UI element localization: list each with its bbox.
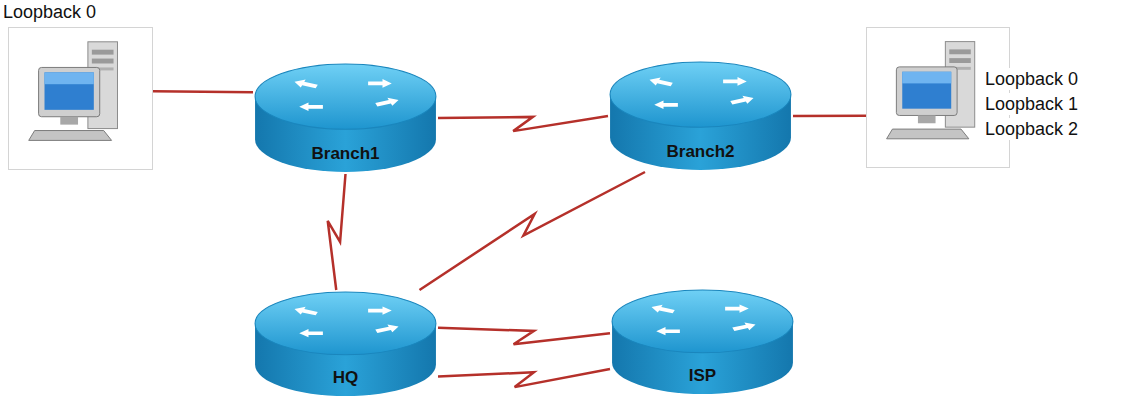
ethernet-link xyxy=(153,90,253,93)
serial-link xyxy=(328,174,346,290)
router-node: Branch1 xyxy=(253,62,438,174)
loopback-label: Loopback 1 xyxy=(983,93,1080,115)
pc-node: Loopback 0Loopback 1Loopback 2 xyxy=(866,27,1010,168)
ethernet-link xyxy=(793,115,866,118)
serial-link xyxy=(438,328,610,344)
serial-link xyxy=(438,116,608,131)
pc-node: Loopback 0 xyxy=(8,27,153,170)
loopback-label: Loopback 0 xyxy=(1,1,98,23)
router-node: Branch2 xyxy=(608,60,793,172)
router-node: HQ xyxy=(253,290,438,398)
pc-icon xyxy=(9,28,152,169)
router-name: Branch2 xyxy=(608,142,793,162)
loopback-label: Loopback 0 xyxy=(983,68,1080,90)
loopback-label: Loopback 2 xyxy=(983,118,1080,140)
router-name: ISP xyxy=(610,366,795,386)
router-node: ISP xyxy=(610,288,795,396)
router-name: HQ xyxy=(253,368,438,388)
router-name: Branch1 xyxy=(253,144,438,164)
serial-link xyxy=(438,369,610,387)
serial-link xyxy=(420,172,646,290)
